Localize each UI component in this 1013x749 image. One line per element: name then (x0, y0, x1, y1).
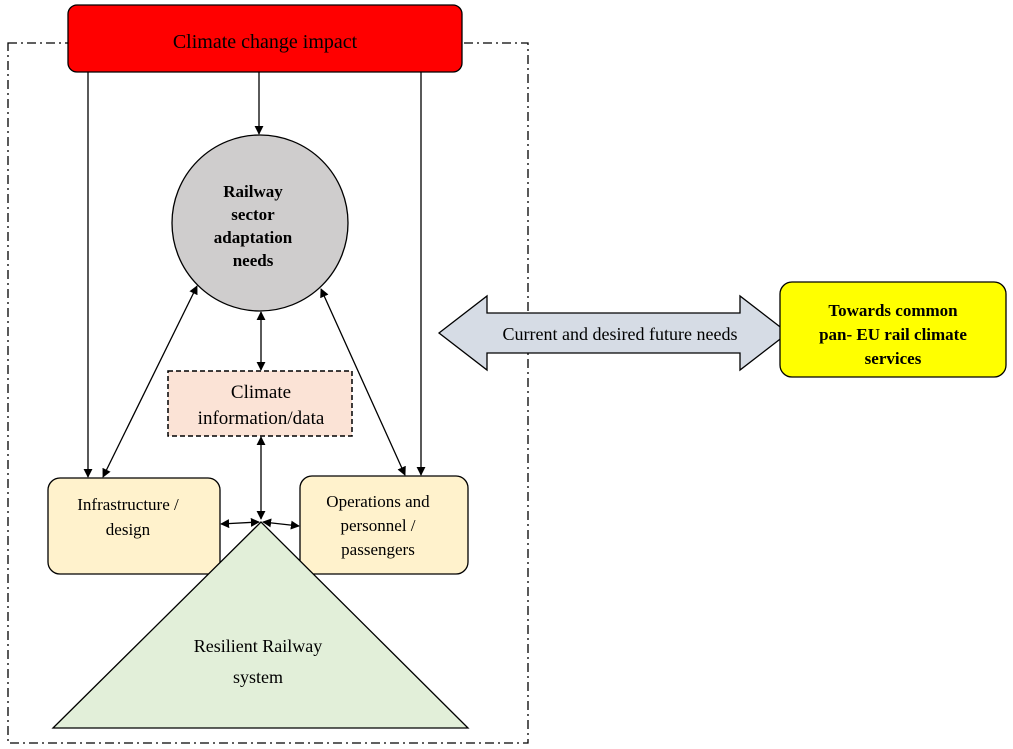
arrow-needs-infrastructure (102, 285, 198, 478)
arrow-needs-operations (320, 288, 406, 476)
eu-climate-services-line: pan- EU rail climate (819, 325, 967, 344)
arrow-resilient-operations (262, 518, 300, 530)
climate-change-impact-label: Climate change impact (173, 31, 358, 53)
operations-line: personnel / (340, 516, 415, 535)
adaptation-needs-label: Railway sector adaptation needs (214, 182, 293, 270)
adaptation-needs-line: adaptation (214, 228, 293, 247)
resilient-railway-triangle (51, 521, 470, 729)
eu-climate-services-line: services (865, 349, 922, 368)
infrastructure-design-line: design (106, 520, 151, 539)
climate-change-impact-box (67, 4, 463, 73)
infrastructure-design-line: Infrastructure / (77, 495, 179, 514)
adaptation-needs-line: sector (231, 205, 275, 224)
operations-label: Operations and personnel / passengers (326, 492, 430, 559)
future-needs-label: Current and desired future needs (503, 324, 738, 344)
climate-information-line: information/data (198, 408, 325, 429)
resilient-railway-line: Resilient Railway (194, 636, 322, 656)
resilient-railway-line: system (233, 667, 283, 687)
infrastructure-design-box (47, 477, 221, 575)
eu-climate-services-label: Towards common pan- EU rail climate serv… (819, 301, 967, 368)
climate-information-line: Climate (231, 382, 291, 403)
arrow-infrastructure-resilient (220, 517, 260, 529)
adaptation-needs-circle (171, 134, 349, 312)
eu-climate-services-box (779, 281, 1007, 378)
infrastructure-design-label: Infrastructure / design (77, 495, 179, 539)
adaptation-needs-line: needs (233, 251, 274, 270)
operations-line: Operations and (326, 492, 430, 511)
connectors (83, 72, 426, 530)
operations-box (299, 475, 469, 575)
resilient-railway-label: Resilient Railway system (194, 636, 322, 687)
eu-climate-services-line: Towards common (828, 301, 958, 320)
climate-information-label: Climate information/data (198, 382, 325, 429)
operations-line: passengers (341, 540, 415, 559)
adaptation-needs-line: Railway (223, 182, 283, 201)
